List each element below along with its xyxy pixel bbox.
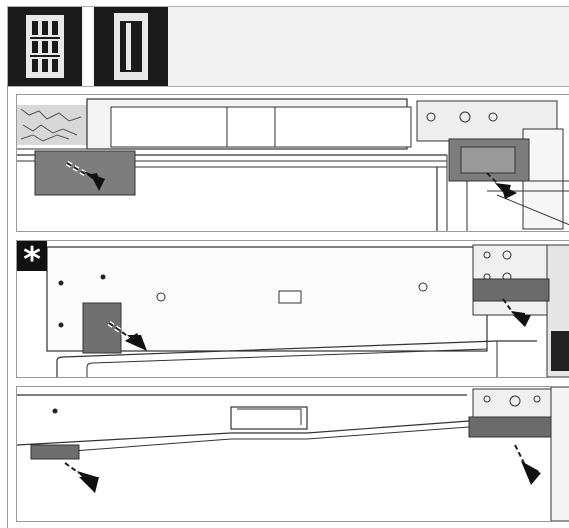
remove-cover-arrow-icon — [486, 172, 517, 199]
step-3-panel — [16, 386, 569, 522]
remove-cover-arrow-icon — [65, 160, 105, 191]
remove-cover-arrow-icon — [502, 298, 531, 327]
double-hinge-bracket-icon — [8, 7, 82, 86]
step-1-panel — [16, 94, 569, 232]
single-hinge-bracket-icon — [94, 7, 168, 86]
step-2-drawing — [46, 244, 569, 377]
remove-cover-arrow-icon — [107, 320, 147, 351]
remove-cover-arrow-icon — [514, 444, 541, 485]
header-strip — [7, 6, 569, 87]
step-2-panel: * — [16, 240, 569, 378]
step-3-drawing — [17, 387, 569, 521]
remove-cover-arrow-icon — [64, 462, 99, 493]
step-2-note-badge: * — [17, 241, 47, 279]
frame-border — [7, 85, 8, 528]
step-1-drawing — [17, 98, 569, 231]
